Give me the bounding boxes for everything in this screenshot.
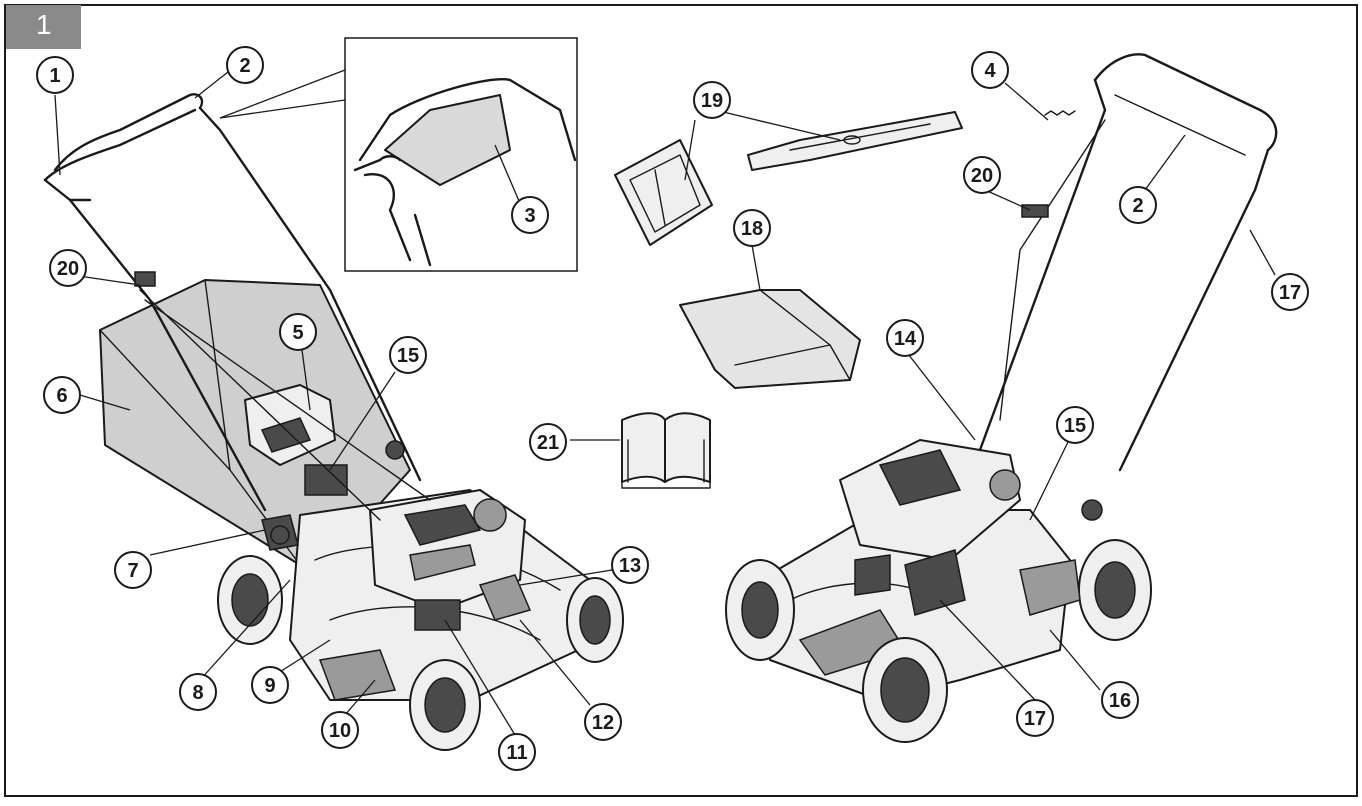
right-rear-wheel — [1078, 539, 1152, 641]
callout-17-bottom-label: 17 — [1024, 708, 1046, 730]
callout-21-label: 21 — [537, 432, 559, 454]
callout-8-label: 8 — [192, 682, 203, 704]
callout-2: 2 — [226, 46, 264, 84]
callout-2-right-label: 2 — [1132, 195, 1143, 217]
callout-20-right-label: 20 — [971, 165, 993, 187]
callout-15-right: 15 — [1056, 406, 1094, 444]
blade-illustration — [747, 111, 963, 171]
callout-10: 10 — [321, 711, 359, 749]
callout-16: 16 — [1101, 681, 1139, 719]
callout-11: 11 — [498, 733, 536, 771]
callout-16-label: 16 — [1109, 690, 1131, 712]
callout-20-left: 20 — [49, 249, 87, 287]
callout-14: 14 — [886, 319, 924, 357]
callout-15-left: 15 — [389, 336, 427, 374]
callout-15-right-label: 15 — [1064, 415, 1086, 437]
callout-2-right: 2 — [1119, 186, 1157, 224]
manual-book-icon — [621, 412, 711, 489]
callout-19: 19 — [693, 81, 731, 119]
callout-12-label: 12 — [592, 712, 614, 734]
callout-3: 3 — [511, 196, 549, 234]
callout-20-right: 20 — [963, 156, 1001, 194]
callout-6-label: 6 — [56, 385, 67, 407]
callout-7: 7 — [114, 551, 152, 589]
callout-4-label: 4 — [984, 60, 996, 82]
callout-14-label: 14 — [894, 328, 917, 350]
callout-8: 8 — [179, 673, 217, 711]
callout-5-label: 5 — [292, 322, 303, 344]
callout-17-right-label: 17 — [1279, 282, 1301, 304]
right-front-left-wheel — [725, 559, 795, 661]
callout-15-left-label: 15 — [397, 345, 419, 367]
callout-18-label: 18 — [741, 218, 763, 240]
rear-left-wheel — [217, 555, 283, 645]
right-front-right-wheel — [862, 637, 948, 743]
callout-4: 4 — [971, 51, 1009, 89]
callout-21: 21 — [529, 423, 567, 461]
left-mower-illustration — [43, 93, 624, 751]
mulch-plug-illustration — [614, 139, 713, 246]
callout-20-left-label: 20 — [57, 258, 79, 280]
inset-detail-handle-bar — [219, 37, 578, 272]
callout-2-label: 2 — [239, 55, 250, 77]
right-mower-illustration — [725, 53, 1278, 743]
callout-17-right: 17 — [1271, 273, 1309, 311]
leader-lines — [54, 71, 1276, 736]
callout-1-label: 1 — [49, 65, 60, 87]
figure-border — [4, 4, 1358, 797]
callout-7-label: 7 — [127, 560, 138, 582]
callout-18: 18 — [733, 209, 771, 247]
callout-3-label: 3 — [524, 205, 535, 227]
callout-9-label: 9 — [264, 675, 275, 697]
front-left-wheel — [409, 659, 481, 751]
callout-12: 12 — [584, 703, 622, 741]
callout-13-label: 13 — [619, 555, 641, 577]
callout-19-label: 19 — [701, 90, 723, 112]
callout-13: 13 — [611, 546, 649, 584]
callout-1: 1 — [36, 56, 74, 94]
callout-6: 6 — [43, 376, 81, 414]
figure-number-tag: 1 — [6, 5, 81, 49]
callout-17-bottom: 17 — [1016, 699, 1054, 737]
callout-9: 9 — [251, 666, 289, 704]
front-right-wheel — [566, 577, 624, 663]
callout-5: 5 — [279, 313, 317, 351]
callout-11-label: 11 — [506, 742, 527, 764]
callout-10-label: 10 — [329, 720, 351, 742]
deflector-illustration — [679, 289, 861, 389]
